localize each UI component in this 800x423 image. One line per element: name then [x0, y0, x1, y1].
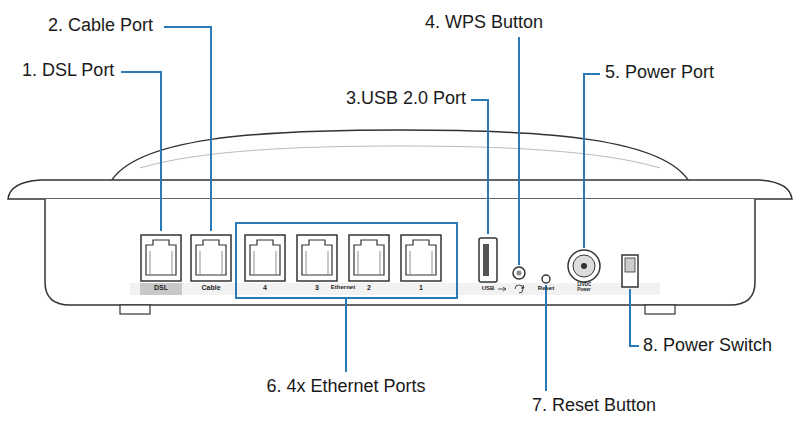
callout-label: 2. Cable Port [48, 15, 153, 36]
callout-label: 3.USB 2.0 Port [346, 88, 466, 109]
router-lid [110, 130, 690, 183]
leader-line [630, 289, 639, 346]
power-port-pin [581, 263, 587, 269]
power-switch [622, 255, 638, 287]
callout-label: 8. Power Switch [643, 335, 772, 356]
power-switch-rocker [625, 258, 635, 272]
leader-line [345, 298, 347, 372]
callout-label: 6. 4x Ethernet Ports [266, 376, 425, 397]
power-port-ring [573, 255, 595, 277]
lid-highlight [140, 146, 660, 168]
leader-line [545, 285, 547, 391]
router-foot [120, 305, 150, 314]
leader-line [471, 100, 488, 234]
panel-marking: Reset [538, 285, 554, 292]
panel-marking: 2 [367, 284, 371, 292]
panel-marking: Cable [201, 284, 220, 292]
panel-marking: 3 [315, 284, 319, 292]
usb-port [479, 238, 497, 282]
usb-tongue [483, 244, 489, 276]
leader-line [584, 74, 600, 248]
callout-label: 1. DSL Port [22, 60, 114, 81]
leader-line [518, 37, 520, 265]
usb-symbol [498, 287, 506, 291]
marking-strip [130, 283, 660, 295]
ethernet-port [297, 235, 337, 281]
reset-button [542, 275, 550, 283]
wps-symbol [515, 285, 524, 293]
panel-marking: Ethernet [331, 284, 355, 291]
cable-port [191, 235, 231, 281]
ethernet-port [401, 235, 441, 281]
router-flange [8, 180, 792, 199]
wps-button-core [517, 271, 522, 276]
callout-label: 4. WPS Button [425, 12, 543, 33]
leader-line [121, 72, 161, 231]
ethernet-bracket [236, 223, 457, 298]
ethernet-port [245, 235, 285, 281]
panel-marking: DSL [154, 284, 168, 292]
leader-line [164, 27, 211, 231]
power-port [568, 250, 600, 282]
ethernet-port [349, 235, 389, 281]
wps-button [513, 267, 525, 279]
callout-label: 7. Reset Button [532, 395, 656, 416]
router-foot [645, 305, 675, 314]
callout-label: 5. Power Port [605, 62, 714, 83]
dsl-port [141, 235, 181, 281]
panel-marking: 1 [419, 284, 423, 292]
dsl-marking-ground [140, 283, 182, 295]
panel-marking: 4 [263, 284, 267, 292]
router-body [45, 199, 755, 305]
panel-marking: 12VDC Power [573, 283, 595, 292]
panel-marking: USB [482, 285, 495, 292]
